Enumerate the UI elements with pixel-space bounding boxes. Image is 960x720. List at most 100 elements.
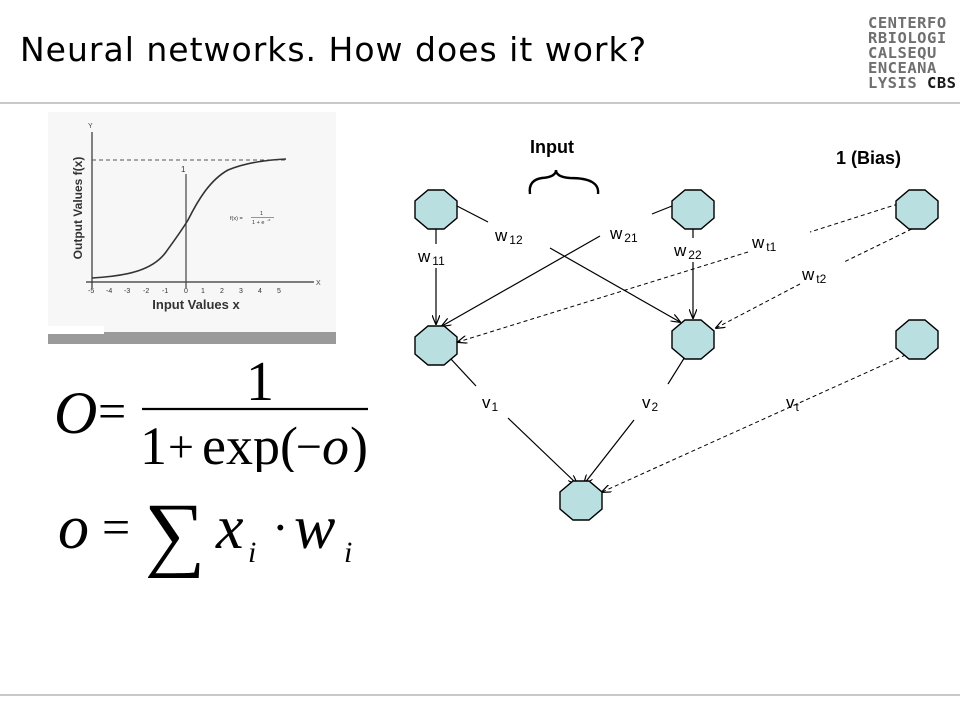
label-v2-main: v — [642, 393, 651, 412]
label-w21-sub: 21 — [624, 231, 638, 245]
plot-bottom-bar — [48, 332, 336, 344]
label-v1: v1 — [482, 393, 499, 414]
edge-w21-top — [651, 205, 673, 215]
label-wt2-main: w — [801, 265, 815, 284]
inline-formula-lhs: f(x) = — [230, 216, 243, 222]
formula-O: O — [54, 380, 97, 446]
edge-vt — [602, 351, 913, 492]
sum-i1: i — [248, 536, 256, 569]
bias-node-1 — [895, 189, 939, 230]
inline-formula-den: 1 + e — [252, 220, 264, 226]
slide-title: Neural networks. How does it work? — [20, 30, 648, 69]
formula-eq: = — [98, 383, 126, 439]
bias-node-2 — [895, 319, 939, 360]
label-v2-sub: 2 — [652, 400, 659, 414]
x-tick: 0 — [184, 288, 188, 295]
x-tick: -2 — [143, 288, 149, 295]
x-tick: 3 — [239, 288, 243, 295]
sigmoid-curve — [91, 158, 287, 279]
sum-dot: · — [272, 499, 289, 555]
output-node — [559, 480, 603, 521]
sum-eq: = — [102, 499, 130, 555]
edge-wt2 — [716, 283, 801, 328]
plot-ylabel: Output Values f(x) — [71, 157, 85, 260]
x-tick: -5 — [88, 288, 94, 295]
x-axis-letter: X — [316, 280, 321, 287]
hidden-node-1 — [414, 325, 458, 366]
y-axis-letter: Y — [88, 123, 93, 130]
label-vt-main: v — [786, 393, 795, 412]
bottom-divider — [0, 694, 960, 696]
edge-wt1 — [458, 251, 749, 342]
x-tick: -3 — [124, 288, 130, 295]
label-w21-main: w — [609, 224, 623, 243]
edge-wt1-top — [809, 203, 899, 233]
label-w22-sub: 22 — [688, 248, 702, 262]
plot-bottom-notch — [48, 326, 104, 334]
logo-line: CALSEQU — [868, 44, 937, 62]
label-w11-main: w — [417, 247, 431, 266]
input-label: Input — [530, 137, 574, 157]
nodes — [414, 189, 939, 521]
one-label: 1 — [181, 165, 186, 174]
x-tick-labels: -5 -4 -3 -2 -1 0 1 2 3 4 5 — [88, 288, 281, 295]
inline-formula-num: 1 — [260, 211, 263, 217]
cbs-logo: CENTERFO RBIOLOGI CALSEQU ENCEANA LYSIS … — [868, 15, 956, 91]
label-wt1-main: w — [751, 233, 765, 252]
sum-i2: i — [344, 536, 352, 569]
logo-line: RBIOLOGI — [868, 29, 947, 47]
label-w11-sub: 11 — [432, 254, 445, 268]
hidden-node-2 — [671, 319, 715, 360]
label-wt1-sub: t1 — [766, 240, 776, 254]
label-v1-sub: 1 — [492, 400, 499, 414]
edge-v2 — [584, 419, 635, 484]
plot-background — [48, 112, 336, 344]
edge-wt2-top — [843, 225, 919, 263]
logo-cbs: CBS — [927, 74, 957, 92]
sigmoid-plot: Y X 1 -5 -4 -3 -2 -1 0 1 2 3 4 5 Input V… — [48, 112, 336, 344]
edge-w12 — [549, 247, 680, 322]
x-tick: -4 — [106, 288, 112, 295]
edge-v1 — [507, 417, 577, 484]
label-vt-sub: t — [796, 400, 800, 414]
x-tick: 1 — [201, 288, 205, 295]
label-v2: v2 — [642, 393, 659, 414]
bias-connections — [458, 203, 919, 492]
den-exp: exp( — [202, 416, 298, 472]
x-tick: 4 — [258, 288, 262, 295]
den-plus: + — [168, 421, 194, 472]
sigmoid-formula: O = 1 1 + exp( − o ) — [54, 351, 368, 472]
den-one: 1 — [140, 416, 167, 472]
logo-line: ENCEANA — [868, 59, 937, 77]
label-vt: vt — [786, 393, 800, 414]
den-close: ) — [350, 416, 368, 472]
plot-inline-formula: f(x) = 1 1 + e -x — [230, 211, 274, 226]
sum-x: x — [215, 494, 244, 562]
formula-num: 1 — [246, 351, 274, 413]
sum-sigma: ∑ — [144, 485, 205, 578]
sum-lhs: o — [58, 494, 89, 562]
input-node-2 — [671, 189, 715, 230]
top-divider — [0, 102, 960, 104]
label-w12-sub: 12 — [509, 233, 523, 247]
den-var: o — [322, 416, 349, 472]
label-v1-main: v — [482, 393, 491, 412]
edge-w12-top — [456, 205, 489, 223]
label-w12-main: w — [494, 226, 508, 245]
sum-formula: o = ∑ x i · w i — [58, 485, 352, 578]
plot-xlabel: Input Values x — [152, 297, 240, 312]
connections — [436, 205, 693, 484]
inline-formula-exp: -x — [267, 217, 270, 222]
edge-v1-top — [449, 357, 477, 387]
x-tick: 5 — [277, 288, 281, 295]
input-node-1 — [414, 189, 458, 230]
input-brace — [528, 169, 600, 195]
label-wt2-sub: t2 — [816, 272, 826, 286]
